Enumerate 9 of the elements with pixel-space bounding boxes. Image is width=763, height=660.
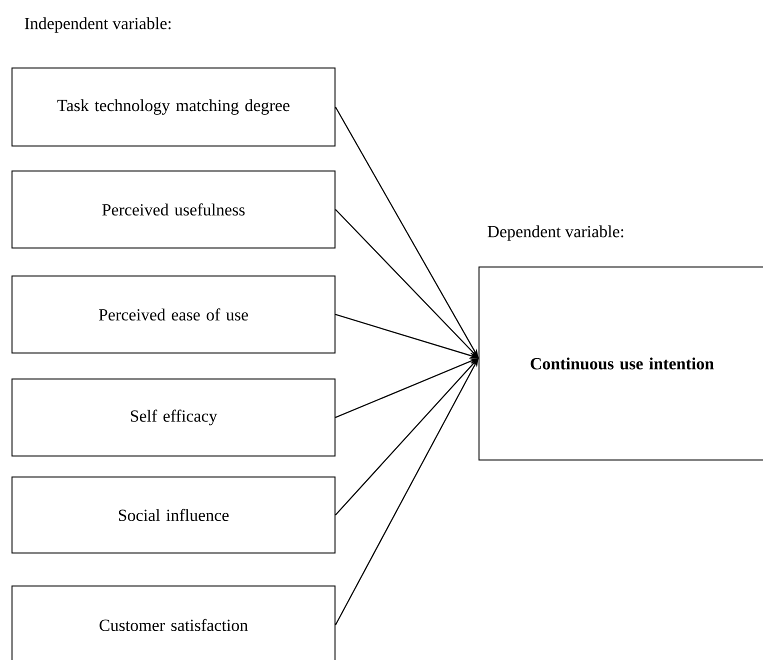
heading: Independent variable:: [24, 17, 171, 33]
heading: Dependent variable:: [488, 225, 624, 241]
variable-box: Continuous use intention: [478, 266, 763, 460]
variable-box: Social influence: [12, 476, 336, 554]
variable-box: Customer satisfaction: [12, 585, 336, 660]
variable-box: Perceived usefulness: [12, 170, 336, 248]
variable-box: Self efficacy: [12, 378, 336, 456]
variable-box: Perceived ease of use: [12, 275, 336, 354]
variable-box: Task technology matching degree: [12, 68, 336, 146]
